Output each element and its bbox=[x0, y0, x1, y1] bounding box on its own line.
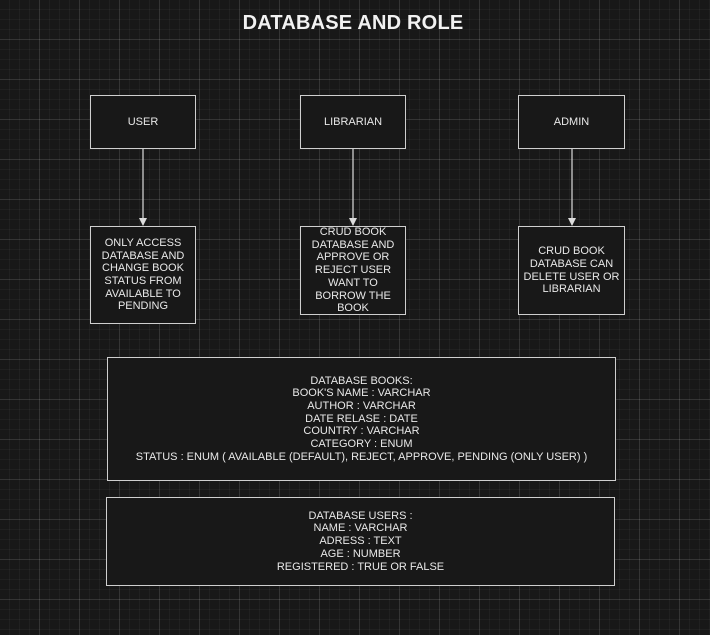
books-line-category: CATEGORY : ENUM bbox=[310, 438, 413, 451]
users-line-name: NAME : VARCHAR bbox=[313, 522, 408, 535]
librarian-permissions-box[interactable]: CRUD BOOK DATABASE AND APPROVE OR REJECT… bbox=[300, 226, 406, 315]
user-permissions-text: ONLY ACCESS DATABASE AND CHANGE BOOK STA… bbox=[101, 236, 185, 313]
books-line-status: STATUS : ENUM ( AVAILABLE (DEFAULT), REJ… bbox=[135, 450, 588, 463]
role-user-label: USER bbox=[127, 115, 159, 128]
role-librarian-label: LIBRARIAN bbox=[323, 115, 383, 128]
users-line-address: ADRESS : TEXT bbox=[319, 535, 402, 548]
books-line-name: BOOK'S NAME : VARCHAR bbox=[292, 387, 431, 400]
users-line-title: DATABASE USERS : bbox=[308, 509, 413, 522]
database-books-box[interactable]: DATABASE BOOKS: BOOK'S NAME : VARCHAR AU… bbox=[107, 357, 616, 481]
diagram-title: DATABASE AND ROLE bbox=[242, 12, 464, 34]
books-line-author: AUTHOR : VARCHAR bbox=[307, 399, 416, 412]
role-admin-box[interactable]: ADMIN bbox=[518, 95, 625, 149]
admin-permissions-box[interactable]: CRUD BOOK DATABASE CAN DELETE USER OR LI… bbox=[518, 226, 625, 315]
books-line-title: DATABASE BOOKS: bbox=[310, 374, 413, 387]
user-permissions-box[interactable]: ONLY ACCESS DATABASE AND CHANGE BOOK STA… bbox=[90, 226, 196, 324]
users-line-registered: REGISTERED : TRUE OR FALSE bbox=[276, 560, 445, 573]
database-users-fields: DATABASE USERS : NAME : VARCHAR ADRESS :… bbox=[277, 510, 444, 574]
librarian-permissions-text: CRUD BOOK DATABASE AND APPROVE OR REJECT… bbox=[311, 226, 395, 315]
role-librarian-box[interactable]: LIBRARIAN bbox=[300, 95, 406, 149]
role-admin-label: ADMIN bbox=[553, 115, 590, 128]
books-line-country: COUNTRY : VARCHAR bbox=[303, 425, 420, 438]
books-line-date: DATE RELASE : DATE bbox=[305, 412, 418, 425]
database-users-box[interactable]: DATABASE USERS : NAME : VARCHAR ADRESS :… bbox=[106, 497, 615, 586]
admin-permissions-text: CRUD BOOK DATABASE CAN DELETE USER OR LI… bbox=[523, 245, 620, 296]
users-line-age: AGE : NUMBER bbox=[320, 547, 401, 560]
database-books-fields: DATABASE BOOKS: BOOK'S NAME : VARCHAR AU… bbox=[136, 375, 588, 464]
role-user-box[interactable]: USER bbox=[90, 95, 196, 149]
